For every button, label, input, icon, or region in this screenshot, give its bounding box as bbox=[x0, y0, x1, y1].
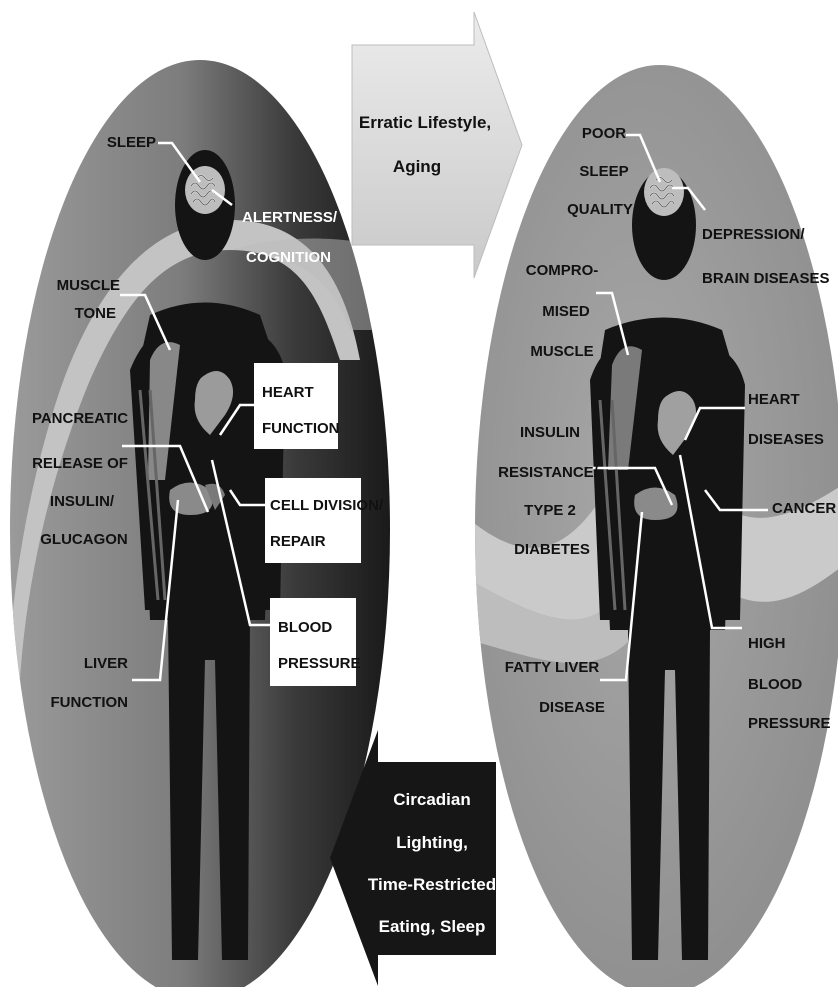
label-insulin-line1: INSULIN bbox=[520, 424, 580, 441]
label-blood-line1: BLOOD bbox=[278, 619, 332, 636]
label-high-bp-line3: PRESSURE bbox=[748, 715, 831, 732]
label-alertness-line1: ALERTNESS/ bbox=[242, 209, 338, 226]
arrow-right-shape bbox=[352, 12, 522, 278]
label-liver-line2: FUNCTION bbox=[51, 694, 129, 711]
label-sleep: SLEEP bbox=[107, 134, 156, 151]
healthy-brain bbox=[185, 166, 225, 214]
label-blood-line2: PRESSURE bbox=[278, 655, 361, 672]
label-high-bp-line2: BLOOD bbox=[748, 676, 802, 693]
label-heart-diseases-line2: DISEASES bbox=[748, 431, 824, 448]
label-cancer-line: CANCER bbox=[772, 500, 836, 517]
label-depression-line2: BRAIN DISEASES bbox=[702, 270, 830, 287]
label-pancreatic-line2: RELEASE OF bbox=[32, 455, 128, 472]
label-sleep-line: SLEEP bbox=[107, 134, 156, 151]
arrow-top-line1: Erratic Lifestyle, bbox=[359, 113, 491, 132]
label-insulin-line3: TYPE 2 bbox=[524, 502, 576, 519]
arrow-bottom-line2: Lighting, bbox=[396, 833, 468, 852]
label-compromised-line1: COMPRO- bbox=[526, 262, 599, 279]
label-poor-sleep-line3: QUALITY bbox=[567, 201, 633, 218]
label-heart-line2: FUNCTION bbox=[262, 420, 340, 437]
label-fatty-liver-line2: DISEASE bbox=[539, 699, 605, 716]
label-pancreatic-line1: PANCREATIC bbox=[32, 410, 128, 427]
label-insulin-line4: DIABETES bbox=[514, 541, 590, 558]
arrow-bottom-line4: Eating, Sleep bbox=[379, 917, 486, 936]
label-high-bp-line1: HIGH bbox=[748, 635, 786, 652]
label-muscle-line2: TONE bbox=[75, 305, 116, 322]
label-blood-pressure: BLOOD PRESSURE bbox=[270, 598, 361, 686]
label-cell-box bbox=[265, 478, 361, 563]
label-fatty-liver-line1: FATTY LIVER bbox=[505, 659, 600, 676]
label-cancer: CANCER bbox=[772, 500, 836, 517]
disease-panel: POOR SLEEP QUALITY DEPRESSION/ BRAIN DIS… bbox=[470, 65, 838, 987]
label-liver-line1: LIVER bbox=[84, 655, 128, 672]
label-blood-box bbox=[270, 598, 356, 686]
label-pancreatic-line4: GLUCAGON bbox=[40, 531, 128, 548]
label-heart-function: HEART FUNCTION bbox=[254, 363, 340, 449]
label-heart-diseases-line1: HEART bbox=[748, 391, 800, 408]
label-cell-line1: CELL DIVISION/ bbox=[270, 497, 384, 514]
label-pancreatic-line3: INSULIN/ bbox=[50, 493, 115, 510]
label-depression-line1: DEPRESSION/ bbox=[702, 226, 805, 243]
label-cell-line2: REPAIR bbox=[270, 533, 326, 550]
arrow-top-line2: Aging bbox=[393, 157, 441, 176]
label-insulin-line2: RESISTANCE/ bbox=[498, 464, 599, 481]
arrow-erratic-lifestyle: Erratic Lifestyle, Aging bbox=[352, 12, 522, 278]
label-poor-sleep-line1: POOR bbox=[582, 125, 626, 142]
label-alertness-line2: COGNITION bbox=[246, 249, 331, 266]
label-compromised-line2: MISED bbox=[542, 303, 590, 320]
label-muscle-line1: MUSCLE bbox=[57, 277, 120, 294]
arrow-bottom-line1: Circadian bbox=[393, 790, 470, 809]
arrow-bottom-line3: Time-Restricted bbox=[368, 875, 496, 894]
label-compromised-line3: MUSCLE bbox=[530, 343, 593, 360]
label-poor-sleep-line2: SLEEP bbox=[579, 163, 628, 180]
disease-brain bbox=[644, 168, 684, 216]
label-heart-line1: HEART bbox=[262, 384, 314, 401]
